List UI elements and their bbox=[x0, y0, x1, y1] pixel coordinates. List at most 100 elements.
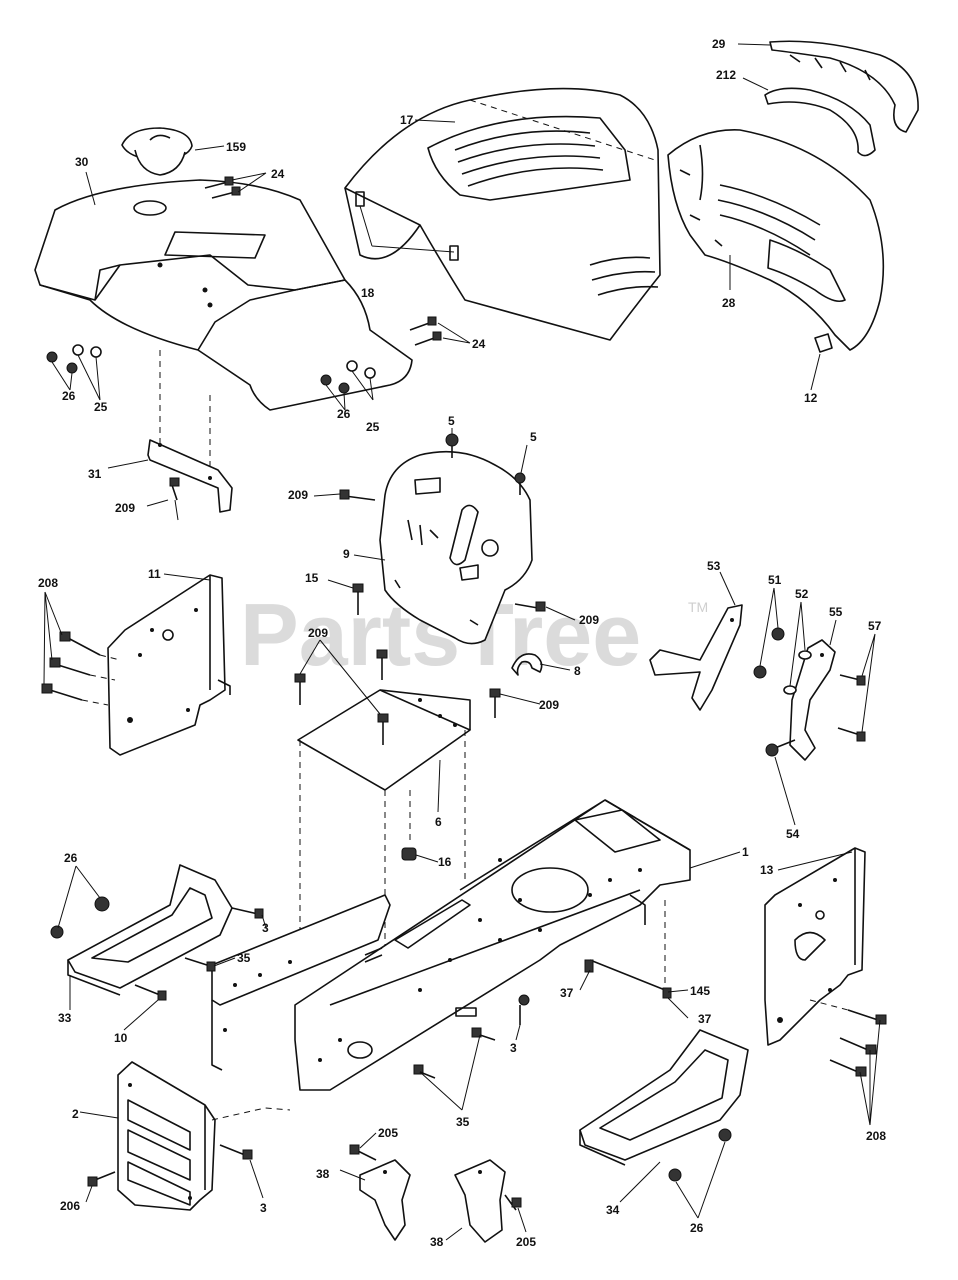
part-28-grille bbox=[667, 129, 885, 351]
callout-12: 12 bbox=[804, 391, 818, 405]
part-30-fender bbox=[34, 179, 413, 411]
part-2-front-plate bbox=[117, 1061, 216, 1211]
part-145-rod bbox=[584, 959, 672, 999]
callout-57: 57 bbox=[868, 619, 882, 633]
part-31-bracket bbox=[147, 439, 233, 513]
part-29-trim bbox=[769, 40, 919, 133]
callout-13: 13 bbox=[760, 863, 774, 877]
part-1-frame bbox=[294, 799, 691, 1091]
callout-2: 2 bbox=[72, 1107, 79, 1121]
part-38-bracket-right bbox=[454, 1159, 506, 1243]
callout-145: 145 bbox=[690, 984, 710, 998]
callout-209-b: 209 bbox=[115, 501, 135, 515]
part-212-trim bbox=[764, 87, 876, 157]
callout-11: 11 bbox=[148, 567, 161, 581]
part-12-clip bbox=[814, 333, 833, 353]
part-13-side-plate bbox=[764, 847, 866, 1046]
callout-28: 28 bbox=[722, 296, 736, 310]
callout-5-top: 5 bbox=[448, 414, 455, 428]
callout-3-middle: 3 bbox=[510, 1041, 517, 1055]
callout-16: 16 bbox=[438, 855, 452, 869]
callout-209-c: 209 bbox=[579, 613, 599, 627]
callout-33: 33 bbox=[58, 1011, 72, 1025]
callout-53: 53 bbox=[707, 559, 721, 573]
hardware-25-26-left bbox=[46, 344, 102, 374]
hardware-frame-bolts bbox=[413, 994, 530, 1079]
callout-37-a: 37 bbox=[560, 986, 574, 1000]
callout-6: 6 bbox=[435, 815, 442, 829]
callout-26-middle: 26 bbox=[337, 407, 351, 421]
callout-209-a: 209 bbox=[288, 488, 308, 502]
leader-lines bbox=[43, 43, 881, 1241]
callout-212: 212 bbox=[716, 68, 736, 82]
callout-18: 18 bbox=[361, 286, 375, 300]
part-38-bracket-left bbox=[359, 1159, 411, 1241]
callout-10: 10 bbox=[114, 1031, 128, 1045]
callout-54: 54 bbox=[786, 827, 800, 841]
part-16-nut bbox=[401, 847, 417, 861]
part-55-arm bbox=[789, 639, 836, 761]
part-6-plate bbox=[297, 689, 471, 791]
callout-24-lower: 24 bbox=[472, 337, 486, 351]
hardware-3-35-10-bolts bbox=[134, 907, 264, 1001]
hardware-54-bolt bbox=[765, 739, 796, 757]
hardware-208-bolts-right bbox=[829, 1009, 887, 1077]
callout-5-right: 5 bbox=[530, 430, 537, 444]
callout-38-right: 38 bbox=[430, 1235, 444, 1249]
callout-37-b: 37 bbox=[698, 1012, 712, 1026]
callout-26-left: 26 bbox=[62, 389, 76, 403]
callout-25-left: 25 bbox=[94, 400, 108, 414]
callout-209-d: 209 bbox=[308, 626, 328, 640]
part-159-cap bbox=[121, 127, 193, 176]
callout-159: 159 bbox=[226, 140, 246, 154]
part-9-dash-panel bbox=[379, 450, 533, 645]
hardware-209-dash-right bbox=[514, 601, 546, 612]
hardware-24-bolts-upper bbox=[204, 176, 241, 199]
callout-9: 9 bbox=[343, 547, 350, 561]
hardware-208-bolts-left bbox=[41, 631, 101, 701]
hardware-24-bolts-lower bbox=[409, 316, 442, 346]
callout-3-bottom: 3 bbox=[260, 1201, 267, 1215]
hardware-209-dash-bolt bbox=[339, 489, 376, 501]
part-53-bracket bbox=[649, 604, 743, 711]
callout-205-b: 205 bbox=[516, 1235, 536, 1249]
callout-209-e: 209 bbox=[539, 698, 559, 712]
callout-25-middle: 25 bbox=[366, 420, 380, 434]
callout-31: 31 bbox=[88, 467, 102, 481]
callout-38-left: 38 bbox=[316, 1167, 330, 1181]
callout-17: 17 bbox=[400, 113, 414, 127]
callout-206: 206 bbox=[60, 1199, 80, 1213]
callout-3-left: 3 bbox=[262, 921, 269, 935]
callout-15: 15 bbox=[305, 571, 319, 585]
callout-34: 34 bbox=[606, 1203, 620, 1217]
hardware-206-3-bolts bbox=[87, 1144, 253, 1187]
part-17-hood bbox=[344, 87, 661, 341]
part-33-footrest bbox=[67, 864, 233, 996]
callout-51: 51 bbox=[768, 573, 782, 587]
hardware-26-nuts-left bbox=[50, 896, 110, 939]
callout-35-left: 35 bbox=[237, 951, 251, 965]
hardware-26-nuts-right bbox=[668, 1128, 732, 1182]
callout-8: 8 bbox=[574, 664, 581, 678]
callout-30: 30 bbox=[75, 155, 89, 169]
callout-26-footrest-left: 26 bbox=[64, 851, 78, 865]
callout-208-left: 208 bbox=[38, 576, 58, 590]
callout-26-footrest-right: 26 bbox=[690, 1221, 704, 1235]
part-8-clamp bbox=[511, 653, 543, 676]
callout-52: 52 bbox=[795, 587, 809, 601]
hardware-57-bolts bbox=[837, 674, 866, 742]
callout-205-a: 205 bbox=[378, 1126, 398, 1140]
hardware-205-bolts bbox=[349, 1144, 522, 1211]
callout-1: 1 bbox=[742, 845, 749, 859]
hardware-51-52 bbox=[753, 627, 812, 695]
hardware-5-nuts bbox=[445, 433, 526, 495]
callout-208-right: 208 bbox=[866, 1129, 886, 1143]
callout-55: 55 bbox=[829, 605, 843, 619]
watermark-trademark: TM bbox=[688, 599, 708, 615]
callout-35-middle: 35 bbox=[456, 1115, 470, 1129]
callout-29: 29 bbox=[712, 37, 726, 51]
hardware-209-plate-bolts bbox=[294, 649, 501, 745]
callout-labels: 29 212 17 159 30 24 18 28 24 12 26 25 26… bbox=[38, 37, 886, 1249]
callout-24-upper: 24 bbox=[271, 167, 285, 181]
